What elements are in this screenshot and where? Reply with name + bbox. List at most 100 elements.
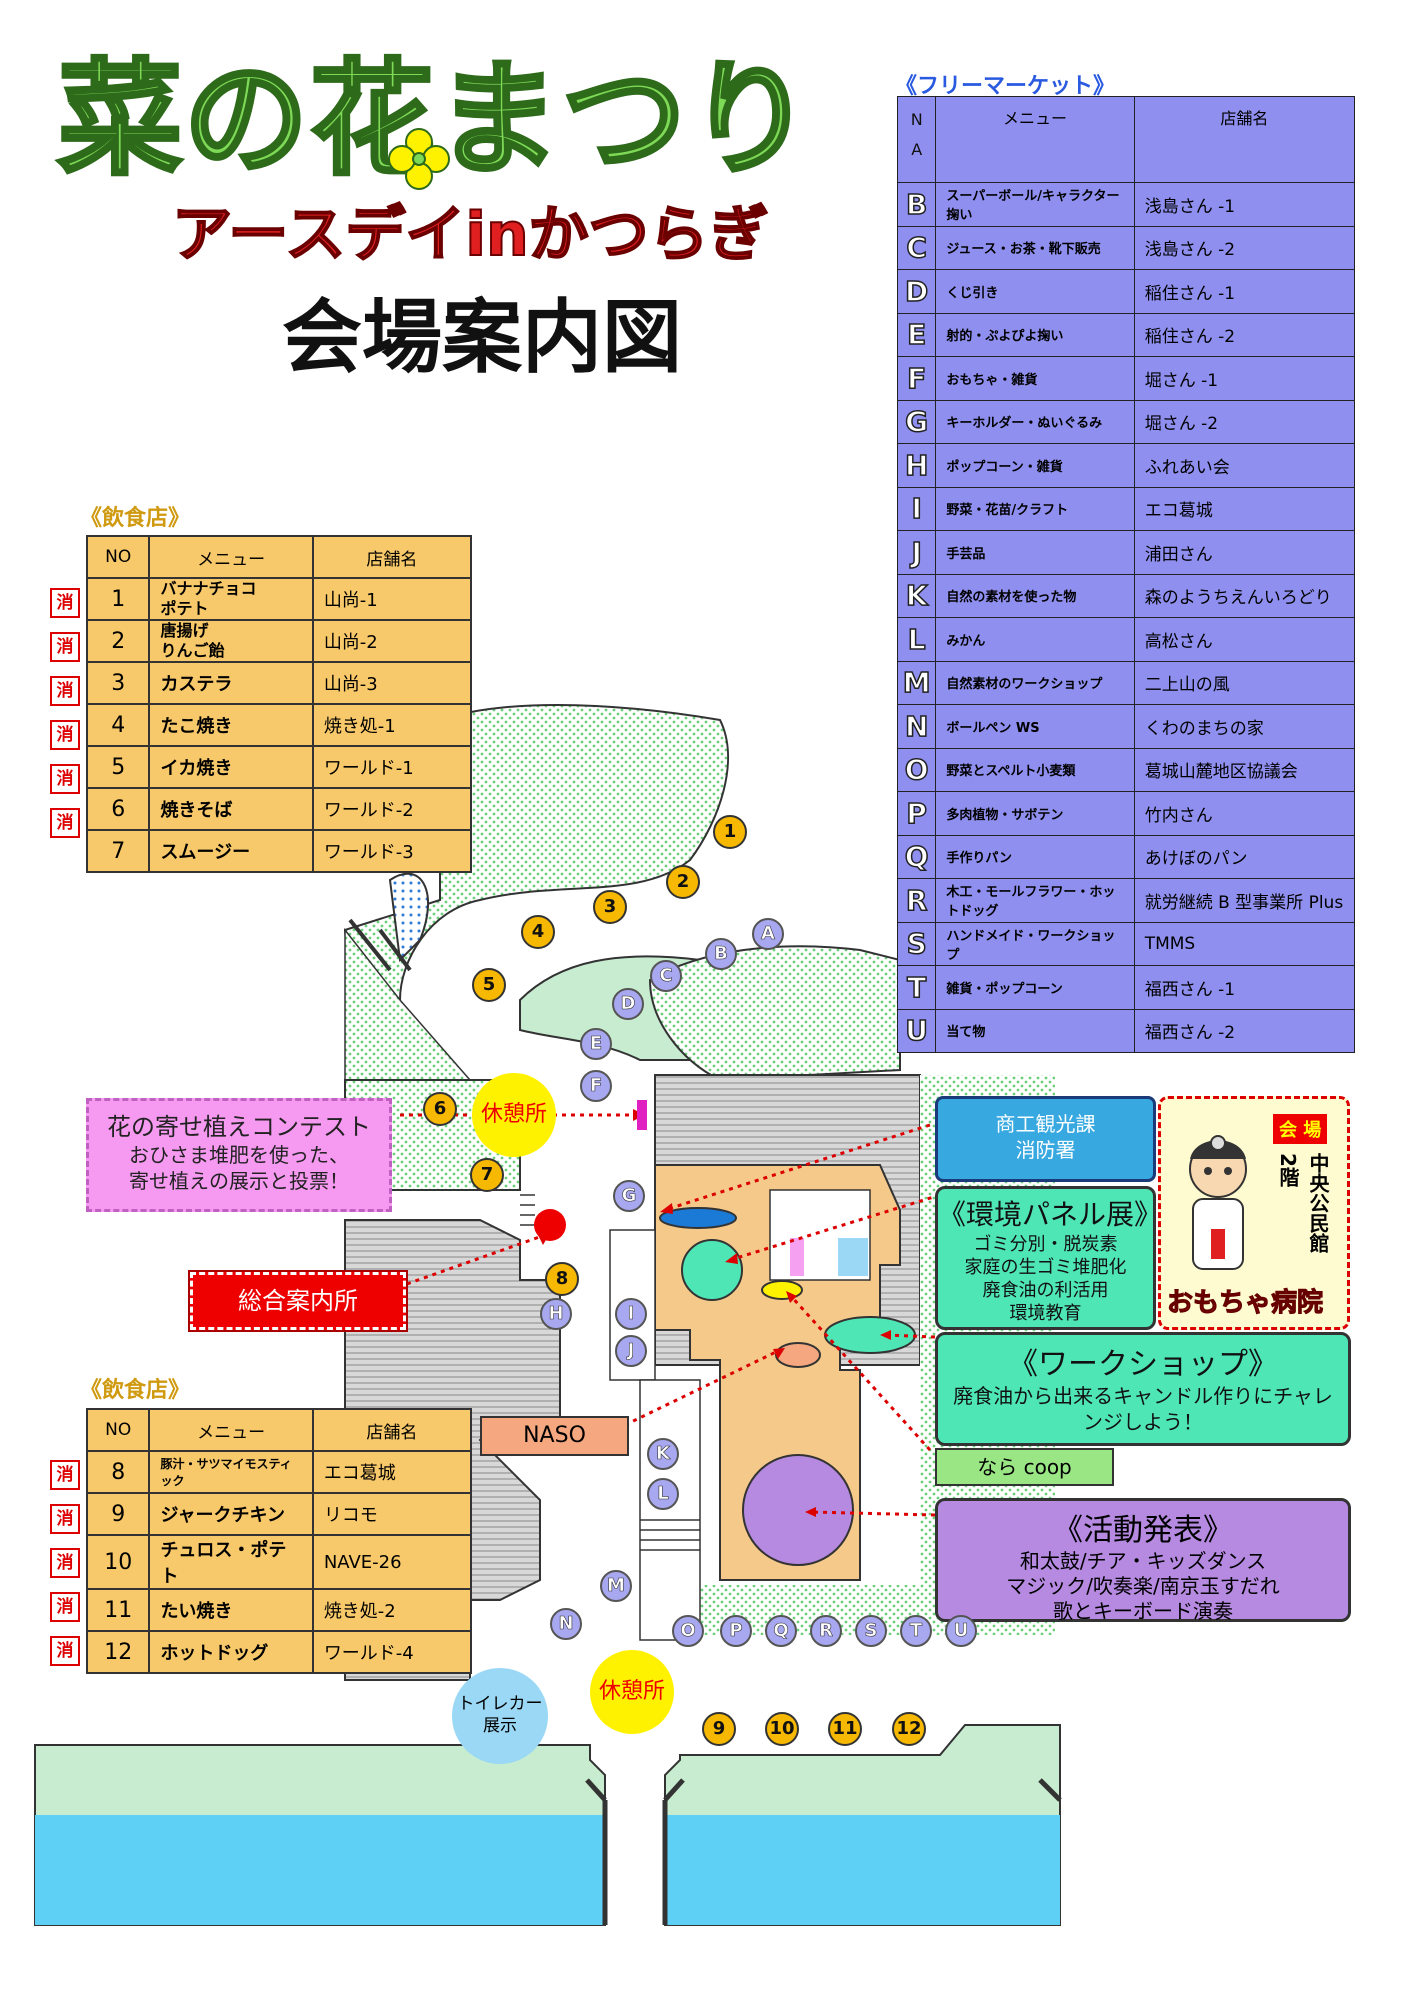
venue-place: 中央公民館 2階 [1276, 1153, 1330, 1253]
food-stall-marker: 8 [545, 1262, 579, 1296]
contest-title: 花の寄せ植えコンテスト [107, 1113, 371, 1141]
food-stall-marker: 12 [892, 1712, 926, 1746]
sold-out-mark: 消 [50, 720, 80, 750]
flea-stall-marker: S [855, 1615, 887, 1647]
food-stall-marker: 6 [423, 1092, 457, 1126]
map-title: 会場案内図 [282, 291, 682, 384]
toy-hospital-box: 会 場 中央公民館 2階 おもちゃ病院 [1158, 1096, 1350, 1330]
menu-cell: スムージー [148, 829, 314, 873]
flower-contest-box: 花の寄せ植えコンテスト おひさま堆肥を使った、 寄せ植えの展示と投票！ [86, 1098, 392, 1212]
sold-out-mark: 消 [50, 676, 80, 706]
header-shop: 店舗名 [1133, 96, 1356, 183]
flea-stall-marker: J [615, 1335, 647, 1367]
workshop-box: 《ワークショップ》 廃食油から出来るキャンドル作りにチャレンジしよう！ [935, 1332, 1351, 1446]
flea-stall-marker: N [550, 1608, 582, 1640]
food-stall-marker: 11 [828, 1712, 862, 1746]
flea-stall-marker: L [647, 1478, 679, 1510]
flea-stall-marker: I [615, 1298, 647, 1330]
sold-out-mark: 消 [50, 1548, 80, 1578]
flea-stall-marker: O [672, 1615, 704, 1647]
menu-cell: 豚汁・サツマイモスティック [148, 1450, 314, 1494]
food-stall-marker: 7 [470, 1158, 504, 1192]
header-menu: メニュー [935, 96, 1135, 183]
nara-coop-box: なら coop [935, 1448, 1114, 1486]
header-letter: N A [896, 96, 937, 183]
menu-cell: バナナチョコ ポテト [148, 577, 314, 621]
menu-cell: ジャークチキン [148, 1492, 314, 1536]
sold-out-mark: 消 [50, 1592, 80, 1622]
festival-subtitle: アースデイinかつらぎ [171, 200, 770, 270]
sold-out-mark: 消 [50, 588, 80, 618]
menu-cell: たい焼き [148, 1588, 314, 1632]
food-stall-marker: 1 [713, 815, 747, 849]
flea-stall-marker: C [650, 960, 682, 992]
flea-stall-marker: F [580, 1070, 612, 1102]
food-stall-marker: 10 [765, 1712, 799, 1746]
sold-out-mark: 消 [50, 1504, 80, 1534]
sold-out-mark: 消 [50, 1460, 80, 1490]
food-section-label-2: 《飲食店》 [80, 1378, 191, 1403]
flea-stall-marker: D [612, 988, 644, 1020]
flea-stall-marker: P [720, 1615, 752, 1647]
sold-out-mark: 消 [50, 1636, 80, 1666]
header-menu: メニュー [148, 1408, 314, 1452]
menu-cell: 唐揚げ りんご飴 [148, 619, 314, 663]
header-menu: メニュー [148, 535, 314, 579]
flea-stall-marker: E [580, 1028, 612, 1060]
flea-stall-marker: H [540, 1298, 572, 1330]
header-no: NO [85, 535, 151, 579]
flea-stall-marker: T [900, 1615, 932, 1647]
food-stall-marker: 3 [593, 890, 627, 924]
food-stall-marker: 5 [472, 968, 506, 1002]
header-shop: 店舗名 [311, 535, 473, 579]
food-section-label-1: 《飲食店》 [80, 506, 191, 531]
sold-out-mark: 消 [50, 808, 80, 838]
food-stall-marker: 4 [521, 915, 555, 949]
flea-stall-marker: A [752, 918, 784, 950]
naso-booth: NASO [480, 1416, 629, 1456]
menu-cell: イカ焼き [148, 745, 314, 789]
doctor-icon [1173, 1129, 1263, 1279]
header-shop: 店舗名 [311, 1408, 473, 1452]
header-no: NO [85, 1408, 151, 1452]
toilet-car: トイレカー 展示 [452, 1668, 548, 1764]
menu-cell: チュロス・ポテト [148, 1534, 314, 1590]
menu-cell: カステラ [148, 661, 314, 705]
contest-description: おひさま堆肥を使った、 寄せ植えの展示と投票！ [129, 1143, 349, 1193]
environment-panel-box: 《環境パネル展》 ゴミ分別・脱炭素 家庭の生ゴミ堆肥化 廃食油の利活用 環境教育 [935, 1186, 1162, 1330]
food-stall-marker: 9 [702, 1712, 736, 1746]
rest-area: 休憩所 [590, 1650, 674, 1734]
info-center: 総合案内所 [188, 1270, 408, 1332]
sold-out-mark: 消 [50, 632, 80, 662]
activity-box: 《活動発表》 和太鼓/チア・キッズダンス マジック/吹奏楽/南京玉すだれ 歌とキ… [935, 1498, 1351, 1623]
venue-label: 会 場 [1273, 1114, 1328, 1144]
flea-stall-marker: K [647, 1438, 679, 1470]
flea-stall-marker: Q [765, 1615, 797, 1647]
toy-hospital-label: おもちゃ病院 [1166, 1288, 1324, 1319]
